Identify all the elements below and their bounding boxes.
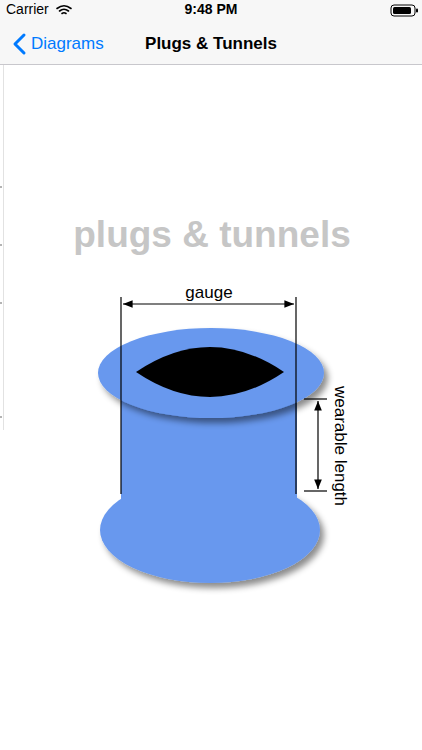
wearable-length-dimension (304, 399, 327, 491)
status-time: 9:48 PM (185, 2, 238, 17)
carrier-label: Carrier (6, 2, 49, 17)
diagram-title: plugs & tunnels (73, 215, 351, 256)
list-ticks (0, 187, 2, 417)
tunnel-illustration (98, 328, 324, 583)
nav-title: Plugs & Tunnels (145, 35, 277, 54)
wifi-icon (57, 6, 71, 14)
dimension-label: gauge (185, 284, 232, 303)
top-flange (98, 328, 324, 418)
nav-divider (0, 64, 422, 65)
tunnel-hole (136, 347, 284, 397)
nav-bar (0, 0, 422, 64)
dimension-label: wearable length (331, 386, 350, 506)
back-button: Diagrams (31, 35, 104, 54)
back-chevron (15, 35, 24, 53)
gauge-dimension (121, 297, 296, 494)
list-edge (3, 65, 4, 430)
battery-icon (391, 5, 418, 16)
